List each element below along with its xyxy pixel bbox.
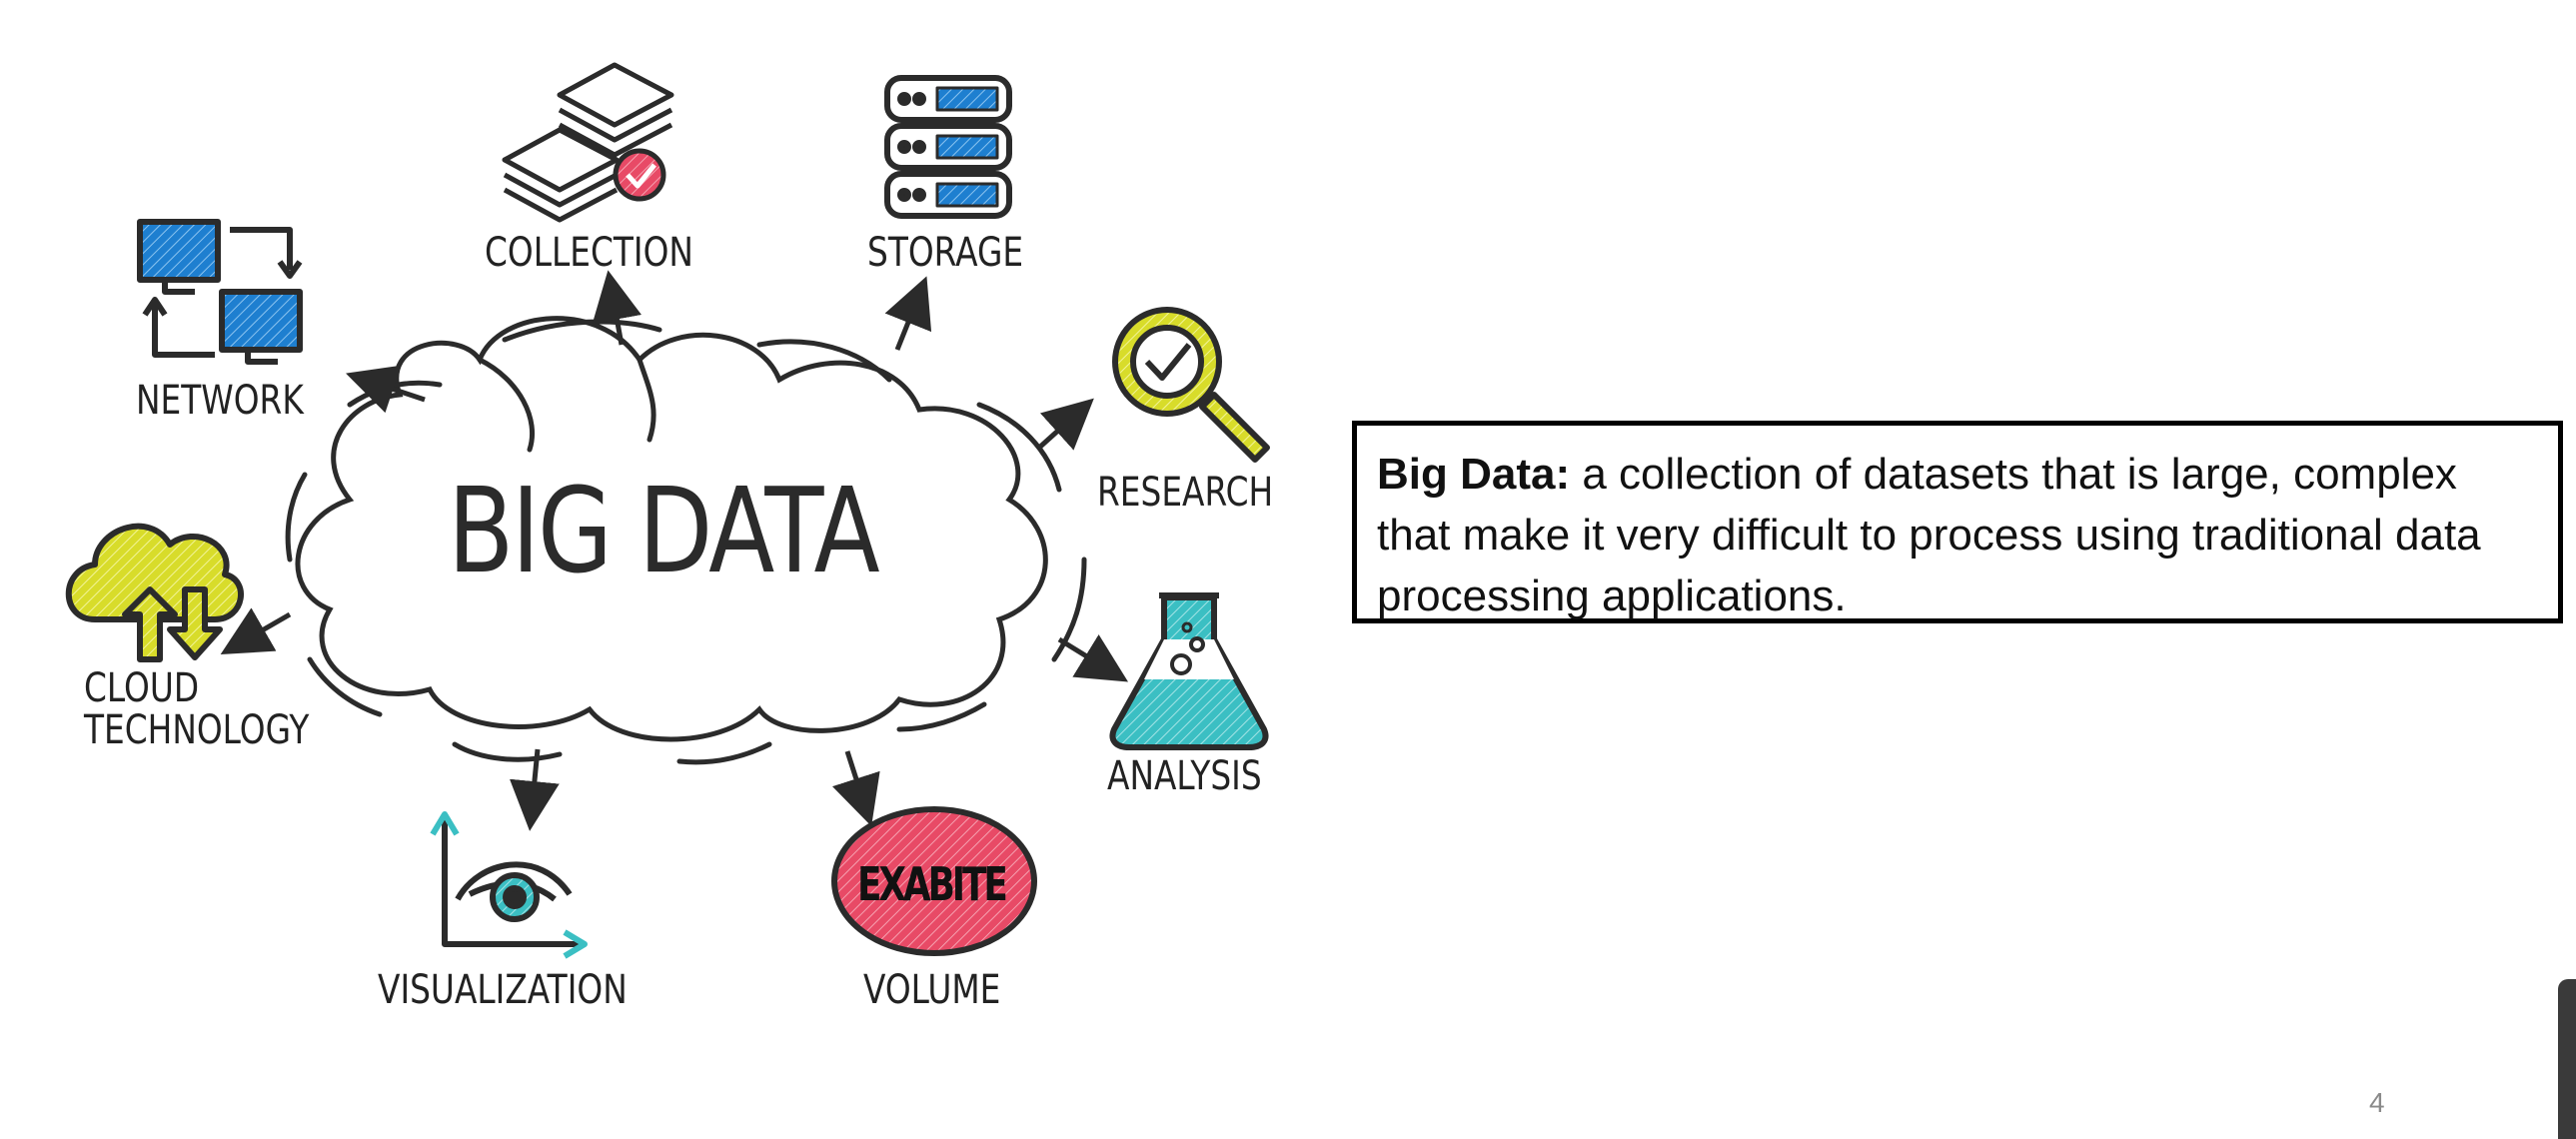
- label-cloud-line2: TECHNOLOGY: [84, 707, 310, 753]
- label-visualization: VISUALIZATION: [378, 967, 628, 1013]
- label-storage: STORAGE: [867, 230, 1024, 276]
- diagram-artwork: [65, 62, 1270, 959]
- big-data-diagram: BIG DATA COLLECTION STORAGE NETWORK RESE…: [0, 0, 1319, 1059]
- label-analysis: ANALYSIS: [1107, 753, 1262, 799]
- page-number: 4: [2369, 1087, 2385, 1118]
- magnifier-check-icon: [1112, 307, 1270, 463]
- exabite-badge-text: EXABITE: [857, 857, 1008, 911]
- label-cloud-technology: CLOUD TECHNOLOGY: [84, 667, 309, 751]
- definition-text: a collection of datasets that is large, …: [1377, 450, 2481, 620]
- eye-chart-icon: [430, 811, 588, 959]
- definition-term: Big Data:: [1377, 450, 1571, 499]
- stacked-layers-icon: [502, 62, 674, 223]
- label-research: RESEARCH: [1097, 470, 1274, 516]
- edge-widget[interactable]: [2558, 979, 2576, 1139]
- arrows: [220, 270, 1129, 831]
- cloud-sync-icon: [65, 523, 244, 662]
- label-network: NETWORK: [136, 378, 304, 424]
- definition-box: Big Data: a collection of datasets that …: [1352, 421, 2563, 623]
- label-cloud-line1: CLOUD: [84, 665, 200, 711]
- label-volume: VOLUME: [863, 967, 1001, 1013]
- exabite-badge-icon: [831, 806, 1037, 956]
- label-collection: COLLECTION: [485, 230, 693, 276]
- server-stack-icon: [884, 75, 1012, 219]
- cloud-title: BIG DATA: [448, 462, 880, 599]
- flask-icon: [1109, 592, 1269, 750]
- cloud-shape: [285, 316, 1087, 765]
- network-monitors-icon: [137, 219, 303, 365]
